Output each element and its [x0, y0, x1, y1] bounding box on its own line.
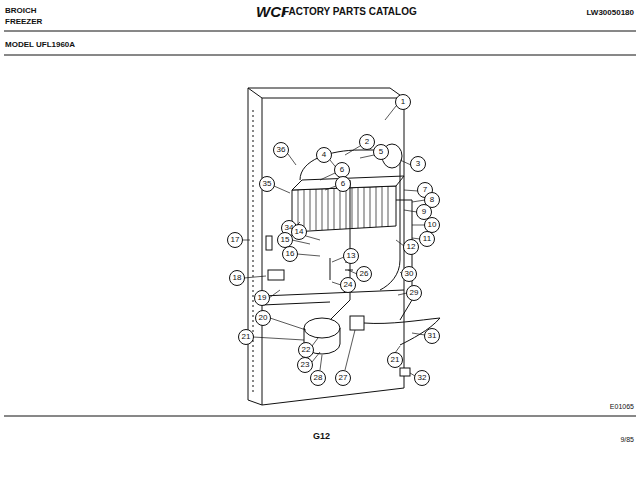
callout-number: 17	[227, 232, 243, 248]
callout-number: 4	[316, 147, 332, 163]
callout-number: 29	[406, 285, 422, 301]
callout-number: 27	[335, 370, 351, 386]
callout-number: 32	[414, 370, 430, 386]
callout-number: 36	[273, 142, 289, 158]
callout-number: 13	[343, 248, 359, 264]
callout-number: 12	[403, 239, 419, 255]
callout-number: 21	[238, 329, 254, 345]
callout-number: 24	[340, 277, 356, 293]
footer-text: 9/85	[620, 436, 634, 443]
footer-text: G12	[313, 431, 330, 441]
callout-number: 28	[310, 370, 326, 386]
callout-number: 23	[297, 357, 313, 373]
header-text: WCI	[256, 3, 285, 20]
catalog-title: FACTORY PARTS CATALOG	[283, 6, 417, 17]
callout-number: 22	[298, 342, 314, 358]
header-text: BROICH	[5, 6, 37, 15]
header-text: FREEZER	[5, 17, 42, 26]
callout-number: 31	[424, 328, 440, 344]
callout-number: 3	[410, 156, 426, 172]
callout-number: 14	[291, 224, 307, 240]
callout-number: 5	[373, 144, 389, 160]
callout-number: 20	[255, 310, 271, 326]
callout-number: 21	[387, 352, 403, 368]
callout-number: 6	[335, 176, 351, 192]
callout-number: 19	[254, 290, 270, 306]
callout-number: 11	[419, 231, 435, 247]
callout-number: 16	[282, 246, 298, 262]
callout-number: 26	[356, 266, 372, 282]
header-text: MODEL UFL1960A	[5, 40, 75, 49]
footer-text: E01065	[610, 403, 634, 410]
callout-number: 35	[259, 176, 275, 192]
callout-number: 2	[359, 134, 375, 150]
callout-number: 1	[395, 94, 411, 110]
header-text: LW30050180	[586, 8, 634, 17]
callout-number: 18	[229, 270, 245, 286]
callout-number: 30	[401, 266, 417, 282]
